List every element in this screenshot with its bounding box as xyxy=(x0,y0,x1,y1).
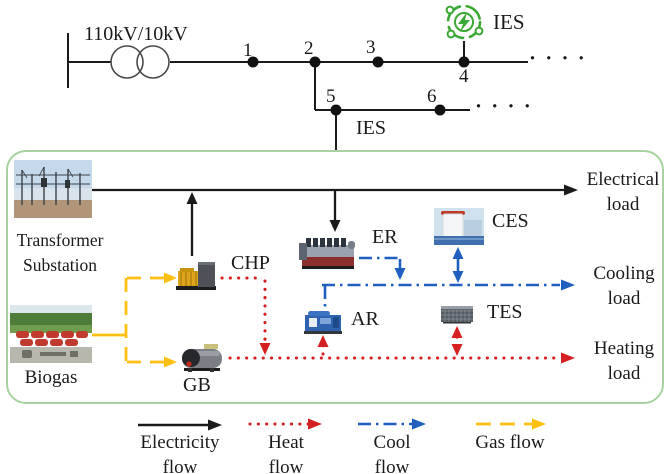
heat-arrowheads xyxy=(259,326,575,364)
electricity-flow-lines xyxy=(92,188,564,256)
electrical-load-arrowhead xyxy=(564,184,578,196)
electrical-load-label: Electrical load xyxy=(586,169,660,215)
biogas-label: Biogas xyxy=(24,367,78,388)
er-cool-down-arrowhead xyxy=(394,268,406,280)
er-down-arrowhead xyxy=(329,220,341,232)
ces-up-arrowhead xyxy=(452,247,464,259)
node-5-label: 5 xyxy=(326,86,336,107)
feeder-nodes xyxy=(247,56,470,116)
legend-heat-label: Heat flow xyxy=(268,432,304,474)
er-unit-image xyxy=(299,238,355,269)
legend-gas-label: Gas flow xyxy=(475,432,545,453)
heating-load-label: Heating load xyxy=(593,338,655,384)
node-5-dot xyxy=(330,104,342,116)
er-label: ER xyxy=(372,226,398,248)
ies-icon xyxy=(445,4,484,40)
legend-arrowheads xyxy=(208,418,546,431)
node-2-label: 2 xyxy=(304,38,314,59)
cool-arrowheads xyxy=(394,247,575,291)
substation-label: Transformer Substation xyxy=(16,230,104,276)
transformer-substation-image xyxy=(14,160,92,218)
electricity-arrowheads xyxy=(186,184,578,232)
cooling-load-label: Cooling load xyxy=(593,263,655,309)
gas-gb-arrowhead xyxy=(164,356,177,368)
node-6-dot xyxy=(434,104,446,116)
node-3-label: 3 xyxy=(366,37,376,58)
gb-label: GB xyxy=(183,374,211,396)
ar-chiller-image xyxy=(304,311,342,334)
chp-heat-down-arrowhead xyxy=(259,343,271,355)
biogas-plant-image xyxy=(10,305,92,363)
ces-label: CES xyxy=(492,210,529,232)
gas-flow-lines xyxy=(92,276,165,364)
chp-up-arrowhead xyxy=(186,192,198,204)
heat-flow-lines xyxy=(220,276,562,360)
ar-label: AR xyxy=(351,308,379,330)
transformer-symbol xyxy=(110,45,170,79)
ces-tank-image xyxy=(434,208,484,245)
cool-flow-lines xyxy=(322,256,560,307)
tes-down-arrowhead xyxy=(451,344,463,356)
node-1-dot xyxy=(247,56,259,68)
ces-down-arrowhead xyxy=(452,271,464,283)
legend-cool-label: Cool flow xyxy=(373,432,411,474)
ies-connection-label: IES xyxy=(356,117,386,139)
tes-up-arrowhead xyxy=(451,326,463,338)
node-1-label: 1 xyxy=(243,40,253,61)
gas-chp-arrowhead xyxy=(164,272,177,284)
node-6-label: 6 xyxy=(427,86,437,107)
node-3-dot xyxy=(372,56,384,68)
cooling-load-arrowhead xyxy=(561,279,575,291)
node-2-dot xyxy=(309,56,321,68)
legend-electricity-label: Electricity flow xyxy=(140,432,220,474)
chp-unit-image xyxy=(176,262,216,290)
gb-boiler-image xyxy=(182,344,222,372)
heating-load-arrowhead xyxy=(561,352,575,364)
node-4-label: 4 xyxy=(459,66,469,87)
ies-icon-label: IES xyxy=(493,10,525,34)
tes-tank-image xyxy=(441,306,473,324)
chp-label: CHP xyxy=(231,252,270,274)
gas-arrowheads xyxy=(164,272,177,368)
tes-label: TES xyxy=(487,301,523,323)
feeder-continuation-dots: · · · · xyxy=(529,46,587,70)
ar-heat-up-arrowhead xyxy=(317,335,329,347)
branch-continuation-dots: · · · · xyxy=(475,94,533,118)
node-4-dot xyxy=(458,56,470,68)
legend-arrows xyxy=(138,422,533,427)
transformer-rating-label: 110kV/10kV xyxy=(84,23,188,45)
